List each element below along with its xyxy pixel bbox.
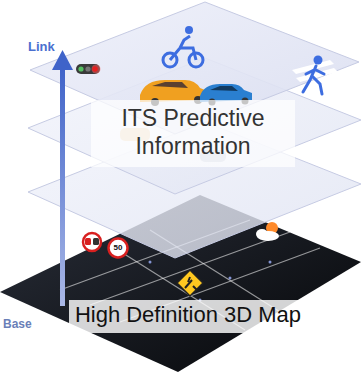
- pedestrian-icon: [303, 56, 324, 95]
- cyclist-icon: [163, 26, 203, 67]
- sign-number: 50: [114, 244, 123, 252]
- crosswalk: [292, 60, 342, 90]
- base-caption-box: High Definition 3D Map: [69, 300, 308, 333]
- traffic-light: [76, 64, 101, 74]
- caption-text: High Definition 3D Map: [75, 302, 301, 329]
- layer-name: Link: [28, 40, 55, 53]
- speed-limit-sign: [109, 239, 128, 258]
- layer-caption-box: ITS Predictive Information: [91, 100, 295, 167]
- layer-arrow: [52, 50, 73, 306]
- weather-icon: [256, 222, 279, 241]
- layer-name: Base: [3, 318, 32, 330]
- caption-text: ITS Predictive Information: [97, 104, 289, 160]
- map-points: [149, 261, 272, 302]
- no-overtaking-sign: [83, 233, 101, 251]
- roadwork-sign: [177, 270, 203, 296]
